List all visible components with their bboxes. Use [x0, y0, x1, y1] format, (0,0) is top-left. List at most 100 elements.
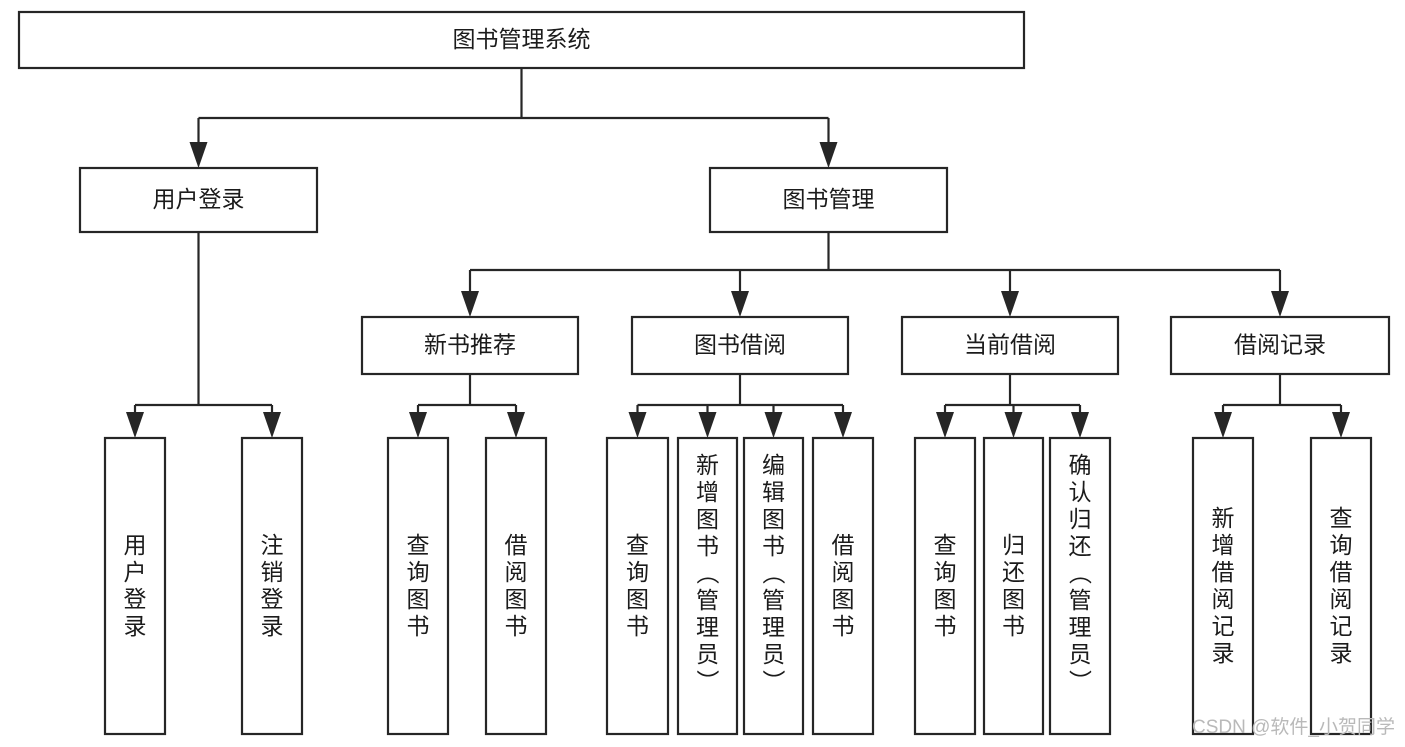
arrow-head-icon	[1004, 412, 1023, 438]
node-label-char: 查	[407, 532, 430, 558]
node-box[interactable]	[103, 436, 167, 736]
arrow-head-icon	[834, 412, 852, 438]
node-label-char: 认	[1069, 479, 1092, 505]
node-box[interactable]	[630, 315, 850, 376]
node-label-char: 理	[762, 614, 785, 640]
connector-layer	[126, 68, 1350, 438]
node-label-char: 登	[124, 586, 147, 612]
node-label: 新书推荐	[424, 332, 516, 358]
node-l3-new-book-recommend[interactable]: 新书推荐	[360, 315, 580, 376]
node-box[interactable]	[240, 436, 304, 736]
node-l3-current-borrow[interactable]: 当前借阅	[900, 315, 1120, 376]
node-label-char: 录	[1212, 640, 1235, 666]
node-label-char: 图	[696, 506, 719, 532]
arrow-head-icon	[698, 412, 717, 438]
node-label-char: 书	[934, 613, 957, 639]
node-label-char: 记	[1330, 613, 1353, 639]
node-box[interactable]	[1191, 436, 1255, 736]
node-label-char: 借	[1330, 559, 1353, 585]
node-box[interactable]	[605, 436, 670, 736]
node-l3-book-borrow[interactable]: 图书借阅	[630, 315, 850, 376]
node-box[interactable]	[676, 436, 739, 736]
node-l2-user-login[interactable]: 用户登录	[78, 166, 319, 234]
node-box[interactable]	[484, 436, 548, 736]
node-label-char: ）	[1067, 670, 1093, 693]
arrow-head-icon	[819, 142, 838, 168]
node-label-char: 管	[696, 587, 719, 613]
node-label-char: 辑	[762, 479, 785, 505]
node-label-char: 图	[762, 506, 785, 532]
node-label-char: 编	[762, 452, 785, 478]
node-label-char: 理	[1069, 614, 1092, 640]
node-label: 图书借阅	[694, 332, 786, 358]
node-box[interactable]	[811, 436, 875, 736]
node-root-root[interactable]: 图书管理系统	[17, 10, 1026, 70]
node-label-char: 询	[407, 559, 430, 585]
node-label-char: 用	[124, 532, 147, 558]
arrow-head-icon	[936, 412, 954, 438]
node-label-char: 阅	[1212, 586, 1235, 612]
node-label-char: ）	[695, 670, 721, 693]
node-label-char: 理	[696, 614, 719, 640]
node-l2-book-manage[interactable]: 图书管理	[708, 166, 949, 234]
node-leaf-leaf-user-login[interactable]: 用户登录	[103, 436, 167, 736]
node-label-char: 确	[1069, 452, 1092, 478]
node-label-char: 录	[261, 613, 284, 639]
node-box[interactable]	[17, 10, 1026, 70]
node-box[interactable]	[900, 315, 1120, 376]
node-label-char: 还	[1069, 533, 1092, 559]
node-box[interactable]	[1048, 436, 1112, 736]
node-box[interactable]	[742, 436, 805, 736]
node-l3-borrow-record[interactable]: 借阅记录	[1169, 315, 1391, 376]
node-label-char: 记	[1212, 613, 1235, 639]
node-label-char: 注	[261, 532, 284, 558]
node-label-char: ）	[761, 670, 787, 693]
node-label-char: 归	[1069, 506, 1092, 532]
node-label-char: 阅	[505, 559, 528, 585]
arrow-head-icon	[1071, 412, 1089, 438]
node-label-char: 查	[934, 532, 957, 558]
node-label-char: 询	[1330, 532, 1353, 558]
node-label-char: 员	[762, 641, 785, 667]
node-label-char: 询	[626, 559, 649, 585]
node-label-char: 书	[626, 613, 649, 639]
node-box[interactable]	[708, 166, 949, 234]
node-box[interactable]	[982, 436, 1045, 736]
node-box[interactable]	[360, 315, 580, 376]
node-label-char: 还	[1002, 559, 1025, 585]
node-label-char: 书	[762, 533, 785, 559]
node-label-char: 登	[261, 586, 284, 612]
node-label-char: 借	[832, 532, 855, 558]
node-box[interactable]	[1169, 315, 1391, 376]
node-box[interactable]	[78, 166, 319, 234]
node-box[interactable]	[386, 436, 450, 736]
node-label-char: 录	[124, 613, 147, 639]
node-label-char: 书	[407, 613, 430, 639]
node-label: 图书管理	[783, 186, 875, 212]
node-label-char: 管	[1069, 587, 1092, 613]
node-label-char: 新	[1212, 505, 1235, 531]
node-label-char: 询	[934, 559, 957, 585]
node-label-char: 新	[696, 452, 719, 478]
node-box[interactable]	[913, 436, 977, 736]
node-label-char: 图	[626, 586, 649, 612]
arrow-head-icon	[1214, 412, 1232, 438]
node-label-char: 阅	[832, 559, 855, 585]
node-box[interactable]	[1309, 436, 1373, 736]
node-label-char: 图	[407, 586, 430, 612]
node-label-char: 图	[832, 586, 855, 612]
arrow-head-icon	[126, 412, 144, 438]
arrow-head-icon	[731, 291, 749, 317]
